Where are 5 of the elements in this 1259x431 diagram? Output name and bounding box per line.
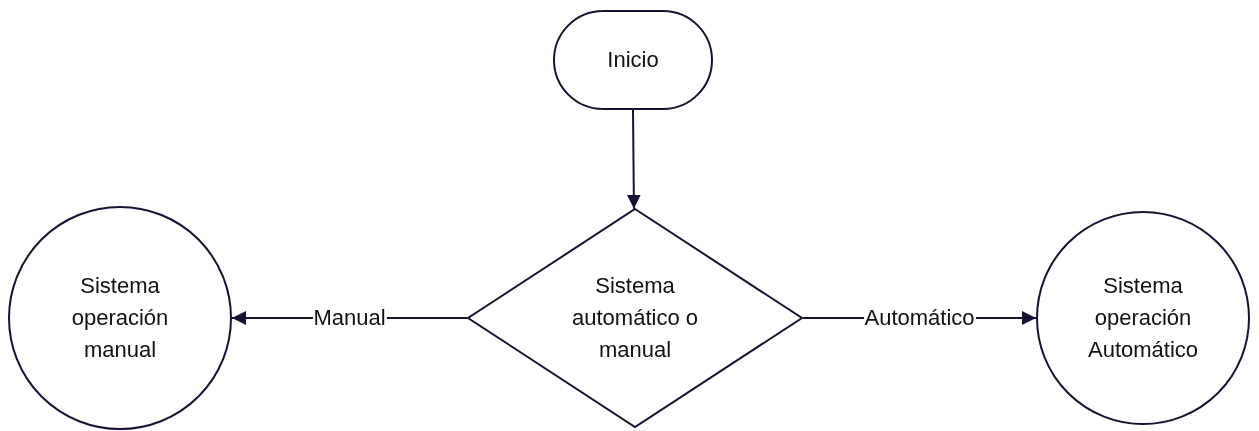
node-label: Sistema automático o manual — [571, 272, 699, 364]
arrow — [626, 109, 641, 210]
node-label: Sistema operación Automático — [1086, 272, 1200, 364]
node-label: Inicio — [606, 46, 660, 74]
node-label: Sistema operación manual — [70, 272, 170, 364]
